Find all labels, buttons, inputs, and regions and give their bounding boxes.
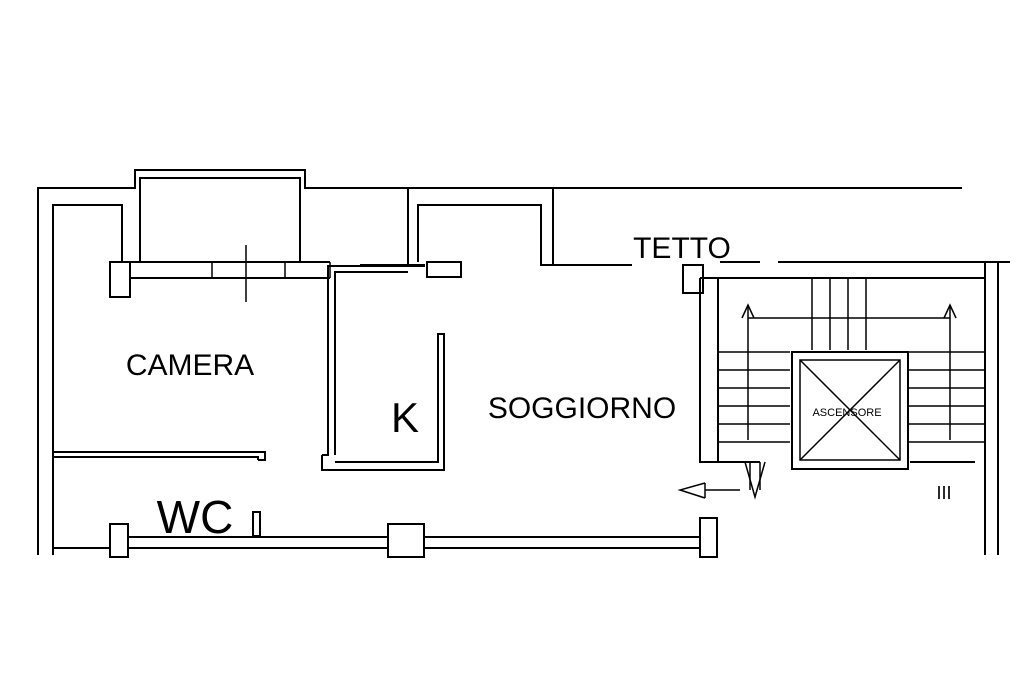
balcony — [109, 177, 331, 302]
room-label-wc: WC — [157, 491, 234, 543]
outer-walls — [37, 169, 1010, 555]
roof-label: TETTO — [633, 232, 731, 265]
elevator-label: ASCENSORE — [812, 407, 881, 419]
elevator: ASCENSORE — [791, 351, 909, 470]
stair-mark-label: III — [936, 483, 951, 503]
room-label-kitchen: K — [391, 394, 419, 441]
room-label-soggiorno: SOGGIORNO — [488, 392, 676, 425]
room-label-camera: CAMERA — [126, 349, 254, 382]
bottom-wall — [53, 511, 718, 558]
stairwell — [682, 262, 999, 555]
entry-arrow — [677, 482, 740, 499]
kitchen-block — [321, 261, 462, 471]
camera-wc-divider — [53, 451, 266, 461]
